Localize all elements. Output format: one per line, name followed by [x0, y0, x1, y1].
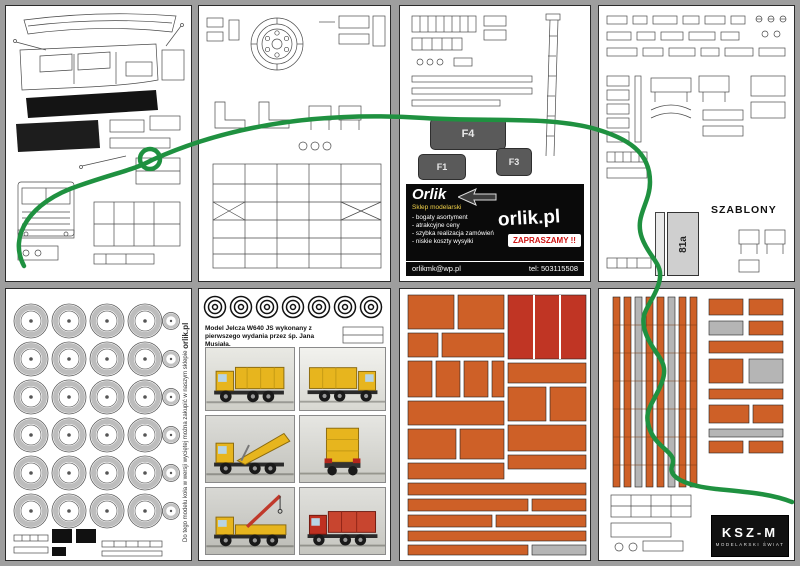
part-f1: F1 — [418, 154, 466, 180]
part-f3-label: F3 — [508, 157, 520, 167]
part-f4: F4 — [430, 118, 506, 150]
photos-caption: Model Jelcza W640 JS wykonany z pierwsze… — [205, 325, 315, 349]
advert-email: orlikmk@wp.pl — [412, 264, 461, 273]
advert-phone: tel: 503115508 — [528, 264, 578, 273]
advert-bullet-4: - niskie koszty wysyłki — [412, 238, 474, 245]
advert-invite-badge: ZAPRASZAMY !! — [508, 234, 581, 247]
sheet-3-advert: F4 F1 F3 Orlik Sklep modelarski - bogaty… — [399, 5, 591, 282]
wheel-templates-diagram — [6, 289, 181, 557]
springs-diagram — [203, 295, 383, 319]
advert-subtitle: Sklep modelarski — [412, 204, 462, 211]
advert-divider — [406, 261, 584, 262]
advert-bullet-3: - szybka realizacja zamówień — [412, 230, 494, 237]
photo-truck-side — [299, 347, 386, 411]
orlik-advert: Orlik Sklep modelarski - bogaty asortyme… — [406, 184, 584, 276]
arrow-icon — [458, 188, 497, 206]
part-f3: F3 — [496, 148, 532, 176]
photo-red-truck — [299, 487, 386, 555]
sheet-5-wheels: Do tego modelu koła w wersji wyciętej mo… — [5, 288, 192, 561]
photo-truck-rear — [299, 415, 386, 483]
orange-parts-diagram — [407, 294, 587, 556]
sheet-2-frame-diagrams — [198, 5, 391, 282]
sheet-7-parts-orange — [399, 288, 591, 561]
advert-brand: Orlik — [412, 186, 447, 203]
wheels-note: Do tego modelu koła w wersji wyciętej mo… — [181, 307, 191, 542]
part-f4-label: F4 — [461, 128, 475, 140]
template-strip — [655, 212, 665, 276]
advert-bullet-1: - bogaty asortyment — [412, 214, 468, 221]
frame-diagram — [206, 15, 386, 269]
photo-dump-tipped — [205, 415, 295, 483]
cab-exploded-diagram — [13, 13, 185, 265]
part-f1-label: F1 — [436, 162, 448, 172]
publisher-logo-text: KSZ-M — [721, 525, 779, 540]
advert-domain: orlik.pl — [497, 206, 561, 231]
szablony-title: SZABLONY — [711, 204, 777, 216]
wheels-note-brand: orlik.pl — [181, 322, 190, 349]
sheet-1-cab-diagrams — [5, 5, 192, 282]
advert-bullet-2: - atrakcyjne ceny — [412, 222, 460, 229]
wheels-note-text: Do tego modelu koła w wersji wyciętej mo… — [183, 350, 189, 542]
sheet-8-strips: KSZ-M MODELARSKI ŚWIAT — [598, 288, 795, 561]
template-part-81a: 81a — [667, 212, 699, 276]
caption-side-diagram — [342, 326, 384, 344]
sheet-6-photos: Model Jelcza W640 JS wykonany z pierwsze… — [198, 288, 391, 561]
photo-crane-truck — [205, 487, 295, 555]
publisher-logo: KSZ-M MODELARSKI ŚWIAT — [711, 515, 789, 557]
photo-truck-front — [205, 347, 295, 411]
publisher-tagline: MODELARSKI ŚWIAT — [715, 542, 785, 547]
part-81a-label: 81a — [677, 235, 689, 253]
sheet-4-templates: SZABLONY 81a — [598, 5, 795, 282]
